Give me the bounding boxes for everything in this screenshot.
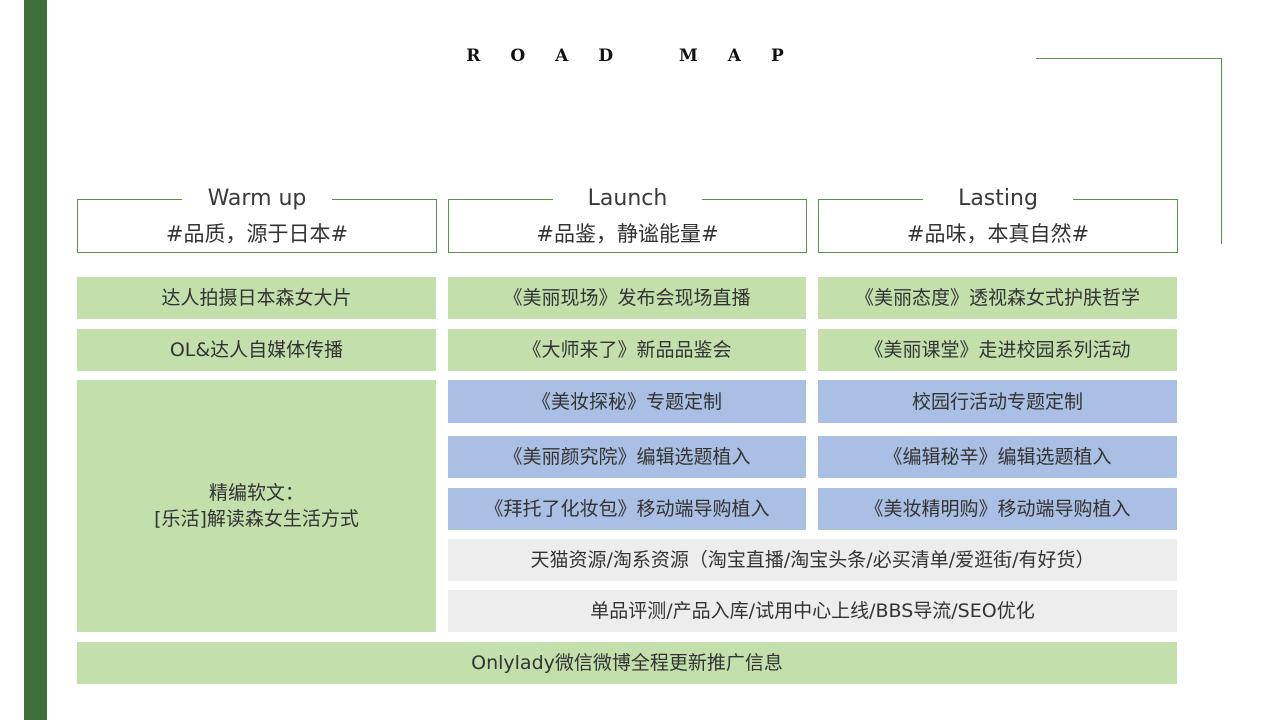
launch-row-3: 《美妆探秘》专题定制 [448, 380, 806, 423]
soft-article-line-1: 精编软文： [208, 482, 304, 504]
warmup-row-1: 达人拍摄日本森女大片 [77, 277, 436, 319]
tmall-resources-row: 天猫资源/淘系资源（淘宝直播/淘宝头条/必买清单/爱逛街/有好货） [448, 539, 1177, 581]
lasting-row-1: 《美丽态度》透视森女式护肤哲学 [818, 277, 1177, 319]
left-accent-bar [24, 0, 47, 720]
phase-name: Warm up [207, 186, 307, 211]
phase-tag: #品味，本真自然# [906, 222, 1090, 246]
soft-article-line-2: [乐活]解读森女生活方式 [154, 508, 359, 530]
corner-decoration-vertical [1221, 58, 1222, 244]
wechat-weibo-row: Onlylady微信微博全程更新推广信息 [77, 642, 1177, 684]
warmup-row-2: OL&达人自媒体传播 [77, 329, 436, 371]
launch-row-4: 《美丽颜究院》编辑选题植入 [448, 436, 806, 478]
launch-row-5: 《拜托了化妆包》移动端导购植入 [448, 488, 806, 530]
phase-lasting: Lasting #品味，本真自然# [818, 186, 1178, 253]
phase-tag: #品鉴，静谧能量# [536, 222, 719, 246]
lasting-row-5: 《美妆精明购》移动端导购植入 [818, 488, 1177, 530]
launch-row-2: 《大师来了》新品品鉴会 [448, 329, 806, 371]
lasting-row-2: 《美丽课堂》走进校园系列活动 [818, 329, 1177, 371]
launch-row-1: 《美丽现场》发布会现场直播 [448, 277, 806, 319]
lasting-row-3: 校园行活动专题定制 [818, 380, 1177, 423]
page-title: ROAD MAP [466, 46, 814, 66]
phase-name: Lasting [958, 186, 1038, 211]
phase-tag: #品质，源于日本# [165, 222, 349, 246]
lasting-row-4: 《编辑秘辛》编辑选题植入 [818, 436, 1177, 478]
corner-decoration-horizontal [1036, 58, 1222, 59]
warmup-soft-article: 精编软文： [乐活]解读森女生活方式 [77, 380, 436, 632]
phase-warm-up: Warm up #品质，源于日本# [77, 186, 437, 253]
phase-launch: Launch #品鉴，静谧能量# [448, 186, 807, 253]
product-review-row: 单品评测/产品入库/试用中心上线/BBS导流/SEO优化 [448, 590, 1177, 632]
phase-name: Launch [587, 186, 668, 211]
